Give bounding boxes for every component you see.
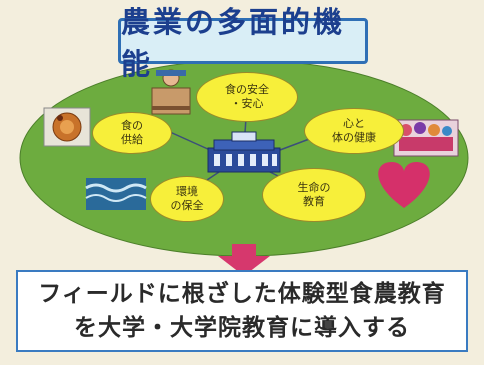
node-food-safety: 食の安全 ・安心 <box>196 72 298 122</box>
node-mind-body-health: 心と 体の健康 <box>304 108 404 154</box>
node-food-supply: 食の 供給 <box>92 112 172 154</box>
node-life-education: 生命の 教育 <box>262 168 366 222</box>
person-at-desk-icon <box>151 69 191 115</box>
node-environment-conservation: 環境 の保全 <box>150 176 224 222</box>
connector-line-left <box>169 131 211 151</box>
connector-line-right <box>279 137 313 151</box>
conclusion-line-2: を大学・大学院教育に導入する <box>74 315 410 341</box>
bread-plate-icon <box>43 107 91 147</box>
down-arrow-icon <box>218 244 270 276</box>
conclusion-line-1: フィールドに根ざした体験型食農教育 <box>38 281 446 307</box>
water-waves-icon <box>85 178 147 210</box>
heart-icon <box>378 162 430 208</box>
page-title: 農業の多面的機能 <box>118 5 368 81</box>
conclusion-box: フィールドに根ざした体験型食農教育 を大学・大学院教育に導入する <box>16 270 468 352</box>
family-group-icon <box>393 119 459 157</box>
university-building-icon <box>207 131 281 173</box>
